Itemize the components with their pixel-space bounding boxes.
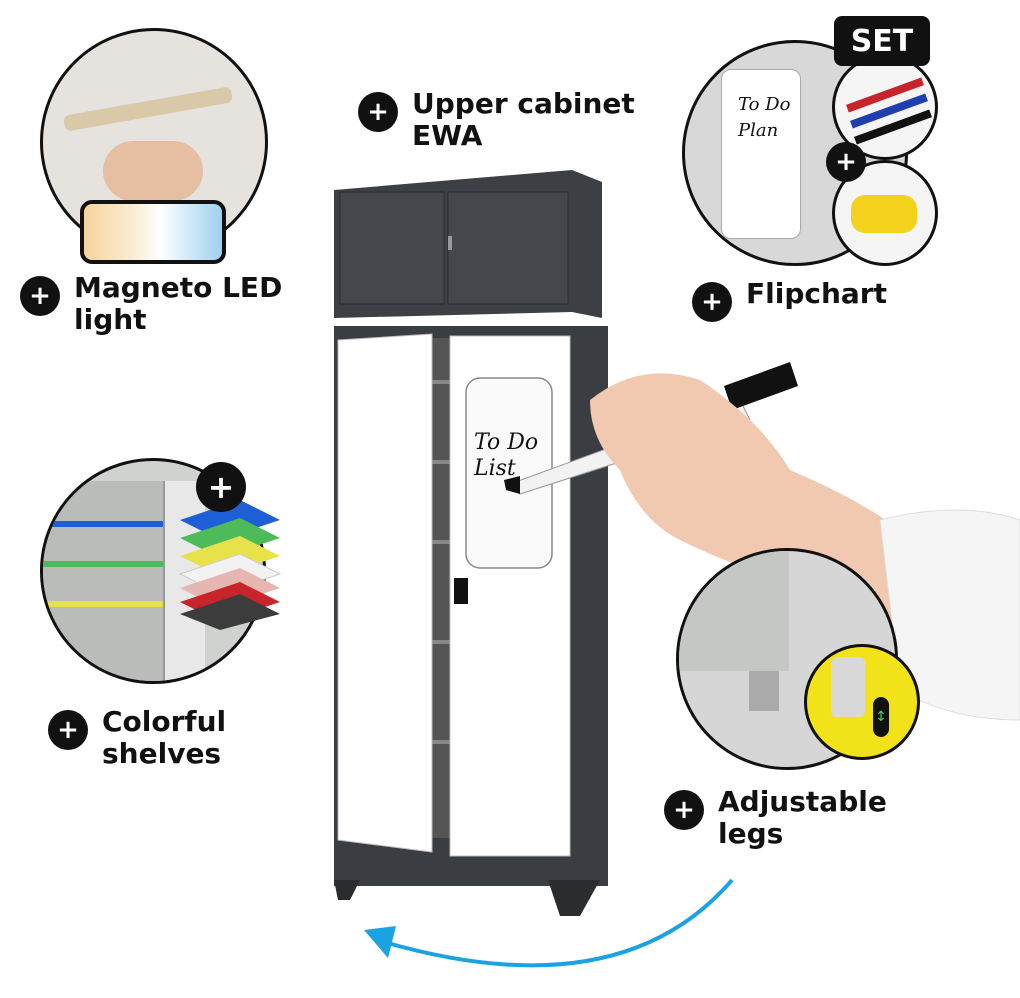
shelf-green-line xyxy=(43,561,163,567)
plus-icon: + xyxy=(20,276,60,316)
small-whiteboard-line-1: To Do xyxy=(738,94,791,115)
adjust-arrows-icon: ↕ xyxy=(873,697,889,737)
light-temperature-swatch xyxy=(80,200,226,264)
shelf-blue-line xyxy=(43,521,163,527)
small-whiteboard-line-2: Plan xyxy=(738,120,779,141)
whiteboard-line-2: List xyxy=(474,456,516,481)
cabinet-corner xyxy=(679,551,789,671)
plus-icon: + xyxy=(358,92,398,132)
shelf-yellow-line xyxy=(43,601,163,607)
led-light-line-1: Magneto LED xyxy=(74,271,283,304)
shelves-line-2: shelves xyxy=(102,737,222,770)
set-badge: SET xyxy=(834,16,930,66)
cabinet-interior xyxy=(43,481,163,681)
leg-adjuster-detail: ↕ xyxy=(804,644,920,760)
shelves-line-1: Colorful xyxy=(102,705,227,738)
plus-icon: + xyxy=(48,710,88,750)
whiteboard-line-1: To Do xyxy=(474,430,539,455)
whiteboard-text: To Do List xyxy=(474,430,538,482)
leg-foot xyxy=(831,657,865,717)
shelf-color-stack xyxy=(178,500,282,630)
upper-cabinet-line-2: EWA xyxy=(412,119,483,152)
legs-label: + Adjustable legs xyxy=(664,786,887,850)
upper-cabinet xyxy=(334,170,602,318)
small-whiteboard: To Do Plan xyxy=(721,69,801,239)
leg xyxy=(749,671,779,711)
hand-shape xyxy=(103,141,203,201)
legs-line-2: legs xyxy=(718,817,784,850)
led-light-line-2: light xyxy=(74,303,147,336)
flipchart-label: + Flipchart xyxy=(692,278,887,322)
led-light-label: + Magneto LED light xyxy=(20,272,282,336)
shelves-plus-icon: + xyxy=(196,462,246,512)
eraser xyxy=(851,195,917,233)
plus-icon: + xyxy=(664,790,704,830)
flipchart-line-1: Flipchart xyxy=(746,277,887,310)
main-cabinet xyxy=(334,326,608,916)
legs-line-1: Adjustable xyxy=(718,785,887,818)
upper-cabinet-label: + Upper cabinet EWA xyxy=(358,88,635,152)
flipchart-plus-icon: + xyxy=(826,142,866,182)
led-bar xyxy=(62,86,234,132)
shelves-label: + Colorful shelves xyxy=(48,706,226,770)
plus-icon: + xyxy=(692,282,732,322)
upper-cabinet-line-1: Upper cabinet xyxy=(412,87,635,120)
